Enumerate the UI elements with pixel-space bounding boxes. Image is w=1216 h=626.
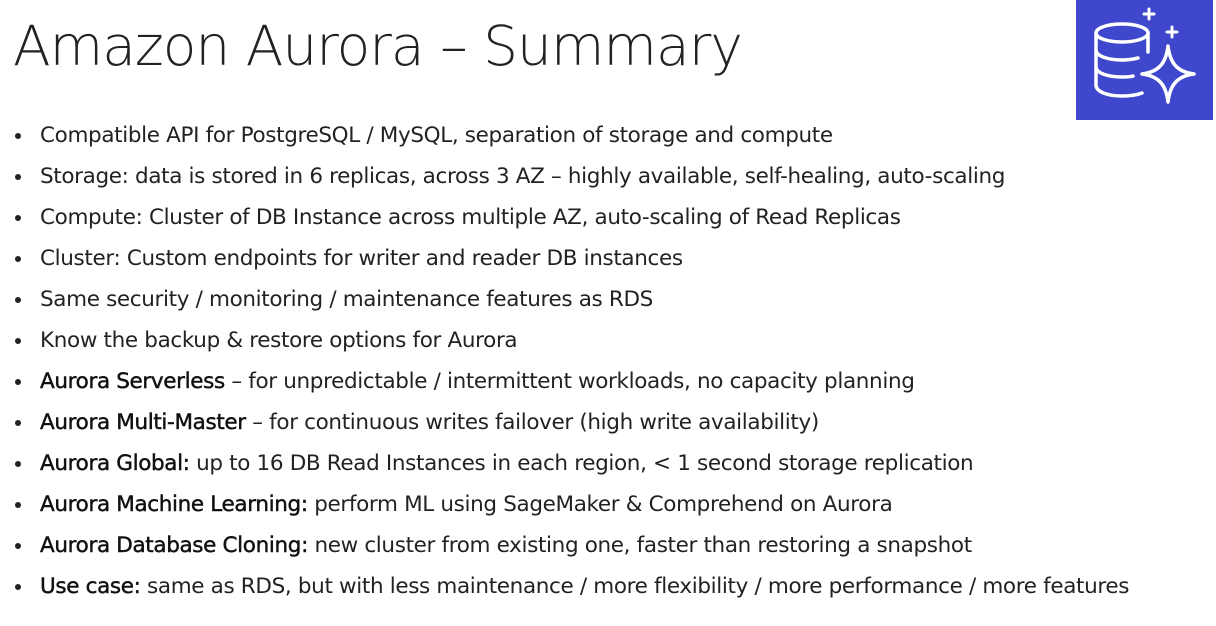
bullet-lead-text: Aurora Machine Learning: [40, 492, 309, 517]
bullet-text: – for continuous writes failover (high w… [245, 410, 819, 435]
bullet-text: Compute: Cluster of DB Instance across m… [40, 205, 901, 230]
summary-bullet-list: Compatible API for PostgreSQL / MySQL, s… [0, 115, 1129, 607]
bullet-text: Same security / monitoring / maintenance… [40, 287, 653, 312]
bullet-dot-icon [15, 174, 21, 180]
bullet-lead-text: Aurora Serverless [40, 369, 226, 394]
bullet-text: – for unpredictable / intermittent workl… [224, 369, 915, 394]
bullet-text: Storage: data is stored in 6 replicas, a… [40, 164, 1006, 189]
bullet-text: same as RDS, but with less maintenance /… [140, 574, 1130, 599]
bullet-lead-text: Aurora Multi-Master [40, 410, 247, 435]
bullet-text: new cluster from existing one, faster th… [307, 533, 972, 558]
bullet-dot-icon [15, 297, 21, 303]
bullet-item: Storage: data is stored in 6 replicas, a… [0, 156, 1129, 197]
slide-title: Amazon Aurora – Summary [13, 14, 743, 78]
bullet-dot-icon [15, 338, 21, 344]
bullet-item: Compatible API for PostgreSQL / MySQL, s… [0, 115, 1129, 156]
bullet-dot-icon [15, 461, 21, 467]
bullet-item: Know the backup & restore options for Au… [0, 320, 1129, 361]
bullet-lead-text: Aurora Database Cloning: [40, 533, 309, 558]
bullet-text: Compatible API for PostgreSQL / MySQL, s… [40, 123, 833, 148]
bullet-dot-icon [15, 256, 21, 262]
aurora-logo [1076, 0, 1213, 120]
bullet-dot-icon [15, 379, 21, 385]
bullet-item: Aurora Machine Learning: perform ML usin… [0, 484, 1129, 525]
bullet-item: Aurora Global: up to 16 DB Read Instance… [0, 443, 1129, 484]
bullet-dot-icon [15, 543, 21, 549]
bullet-text: up to 16 DB Read Instances in each regio… [189, 451, 974, 476]
bullet-text: Know the backup & restore options for Au… [40, 328, 518, 353]
bullet-item: Aurora Database Cloning: new cluster fro… [0, 525, 1129, 566]
bullet-dot-icon [15, 420, 21, 426]
bullet-item: Use case: same as RDS, but with less mai… [0, 566, 1129, 607]
bullet-item: Compute: Cluster of DB Instance across m… [0, 197, 1129, 238]
bullet-dot-icon [15, 502, 21, 508]
bullet-lead-text: Aurora Global: [40, 451, 190, 476]
bullet-text: Cluster: Custom endpoints for writer and… [40, 246, 683, 271]
bullet-text: perform ML using SageMaker & Comprehend … [307, 492, 893, 517]
aurora-database-sparkle-icon [1094, 7, 1196, 104]
bullet-item: Same security / monitoring / maintenance… [0, 279, 1129, 320]
bullet-dot-icon [15, 133, 21, 139]
bullet-item: Aurora Serverless – for unpredictable / … [0, 361, 1129, 402]
bullet-dot-icon [15, 584, 21, 590]
bullet-lead-text: Use case: [40, 574, 141, 599]
bullet-dot-icon [15, 215, 21, 221]
bullet-item: Aurora Multi-Master – for continuous wri… [0, 402, 1129, 443]
bullet-item: Cluster: Custom endpoints for writer and… [0, 238, 1129, 279]
